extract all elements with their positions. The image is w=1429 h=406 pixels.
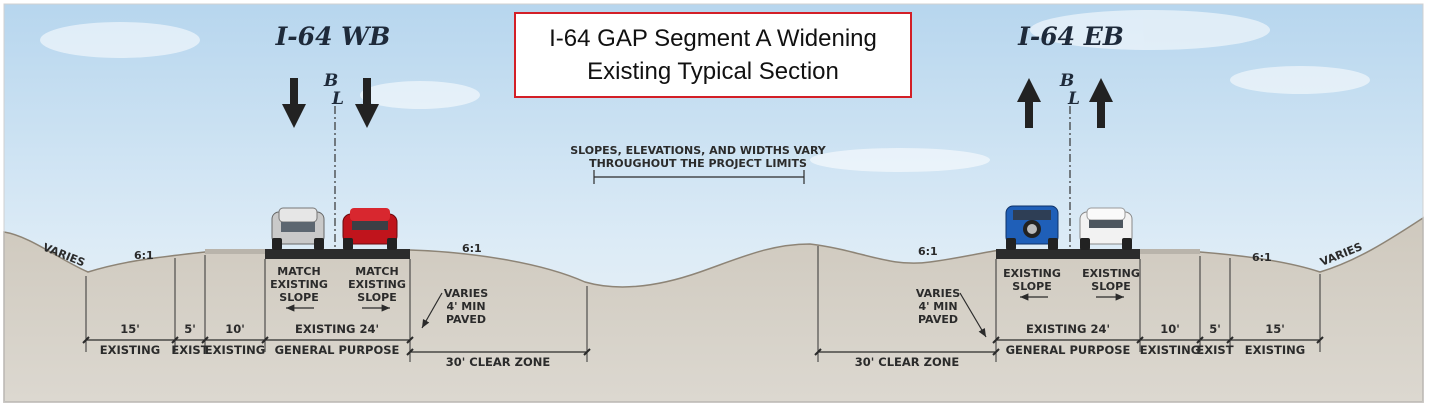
eb-clear-zone-label: 30' CLEAR ZONE <box>855 355 960 369</box>
clouds <box>40 10 1370 172</box>
title-line-2: Existing Typical Section <box>587 58 839 85</box>
svg-text:4' MIN: 4' MIN <box>918 300 957 313</box>
eb-baseline-b: B <box>1059 71 1074 91</box>
car-silver-icon <box>271 207 325 250</box>
median-dimension-line <box>593 170 805 184</box>
eb-direction-label: I-64 EB <box>1017 22 1124 51</box>
left-ratio-label: 6:1 <box>134 249 154 262</box>
svg-text:GENERAL PURPOSE: GENERAL PURPOSE <box>275 343 400 357</box>
svg-text:10': 10' <box>1160 322 1180 336</box>
left-shoulder <box>205 249 265 254</box>
car-blue-icon <box>1005 205 1059 250</box>
svg-text:EXISTING: EXISTING <box>1140 343 1200 357</box>
wb-pavement <box>265 249 410 259</box>
eb-paved-note: VARIES 4' MIN PAVED <box>916 287 987 338</box>
wb-direction-label: I-64 WB <box>275 22 391 51</box>
right-dimension-labels: EXISTING 24' GENERAL PURPOSE 10' EXISTIN… <box>1006 322 1306 357</box>
wb-clear-zone-label: 30' CLEAR ZONE <box>446 355 551 369</box>
svg-text:EXISTING 24': EXISTING 24' <box>295 322 379 336</box>
eb-lane2-slope-note: EXISTING SLOPE <box>1082 267 1140 301</box>
wb-paved-note: VARIES 4' MIN PAVED <box>421 287 488 329</box>
eb-arrow-up-icon <box>1017 78 1113 128</box>
svg-text:EXIST: EXIST <box>1196 343 1233 357</box>
svg-text:SLOPE: SLOPE <box>1091 280 1130 293</box>
right-ratio-label: 6:1 <box>1252 251 1272 264</box>
title-box: I-64 GAP Segment A Widening Existing Typ… <box>514 12 912 98</box>
svg-text:VARIES: VARIES <box>444 287 488 300</box>
svg-text:SLOPE: SLOPE <box>357 291 396 304</box>
svg-text:MATCH: MATCH <box>355 265 398 278</box>
svg-text:10': 10' <box>225 322 245 336</box>
svg-text:4' MIN: 4' MIN <box>446 300 485 313</box>
wb-baseline-b: B <box>323 71 338 91</box>
eb-lane1-slope-note: EXISTING SLOPE <box>1003 267 1061 301</box>
wb-lane1-slope-note: MATCH EXISTING SLOPE <box>270 265 328 312</box>
extension-lines <box>85 246 1321 362</box>
car-red-icon <box>342 208 398 250</box>
svg-text:PAVED: PAVED <box>446 313 486 326</box>
median-note-line1: SLOPES, ELEVATIONS, AND WIDTHS VARY <box>570 144 827 157</box>
svg-text:EXISTING: EXISTING <box>100 343 160 357</box>
svg-text:EXISTING 24': EXISTING 24' <box>1026 322 1110 336</box>
wb-lane2-slope-note: MATCH EXISTING SLOPE <box>348 265 406 312</box>
left-dimension-labels: 15' EXISTING 5' EXIST 10' EXISTING EXIST… <box>100 322 400 357</box>
car-white-icon <box>1079 207 1133 250</box>
eb-baseline-l: L <box>1067 89 1080 109</box>
svg-text:5': 5' <box>1209 322 1221 336</box>
svg-text:GENERAL PURPOSE: GENERAL PURPOSE <box>1006 343 1131 357</box>
title-line-1: I-64 GAP Segment A Widening <box>549 25 877 52</box>
svg-text:SLOPE: SLOPE <box>279 291 318 304</box>
svg-text:EXIST: EXIST <box>171 343 208 357</box>
svg-text:EXISTING: EXISTING <box>1245 343 1305 357</box>
dimension-lines <box>82 336 1324 356</box>
svg-text:MATCH: MATCH <box>277 265 320 278</box>
svg-text:EXISTING: EXISTING <box>270 278 328 291</box>
wb-baseline-l: L <box>331 89 344 109</box>
diagram-frame <box>3 3 1424 403</box>
ground-profile <box>3 216 1424 403</box>
wb-arrow-down-icon <box>282 78 379 128</box>
svg-text:PAVED: PAVED <box>918 313 958 326</box>
svg-text:15': 15' <box>120 322 140 336</box>
median-note-line2: THROUGHOUT THE PROJECT LIMITS <box>589 157 807 170</box>
eb-median-ratio-label: 6:1 <box>918 245 938 258</box>
eb-pavement <box>996 249 1140 259</box>
wb-median-ratio-label: 6:1 <box>462 242 482 255</box>
right-shoulder <box>1140 249 1200 254</box>
svg-text:EXISTING: EXISTING <box>1082 267 1140 280</box>
svg-text:VARIES: VARIES <box>916 287 960 300</box>
svg-text:EXISTING: EXISTING <box>1003 267 1061 280</box>
svg-text:5': 5' <box>184 322 196 336</box>
svg-text:15': 15' <box>1265 322 1285 336</box>
svg-text:SLOPE: SLOPE <box>1012 280 1051 293</box>
svg-text:EXISTING: EXISTING <box>348 278 406 291</box>
svg-text:EXISTING: EXISTING <box>205 343 265 357</box>
